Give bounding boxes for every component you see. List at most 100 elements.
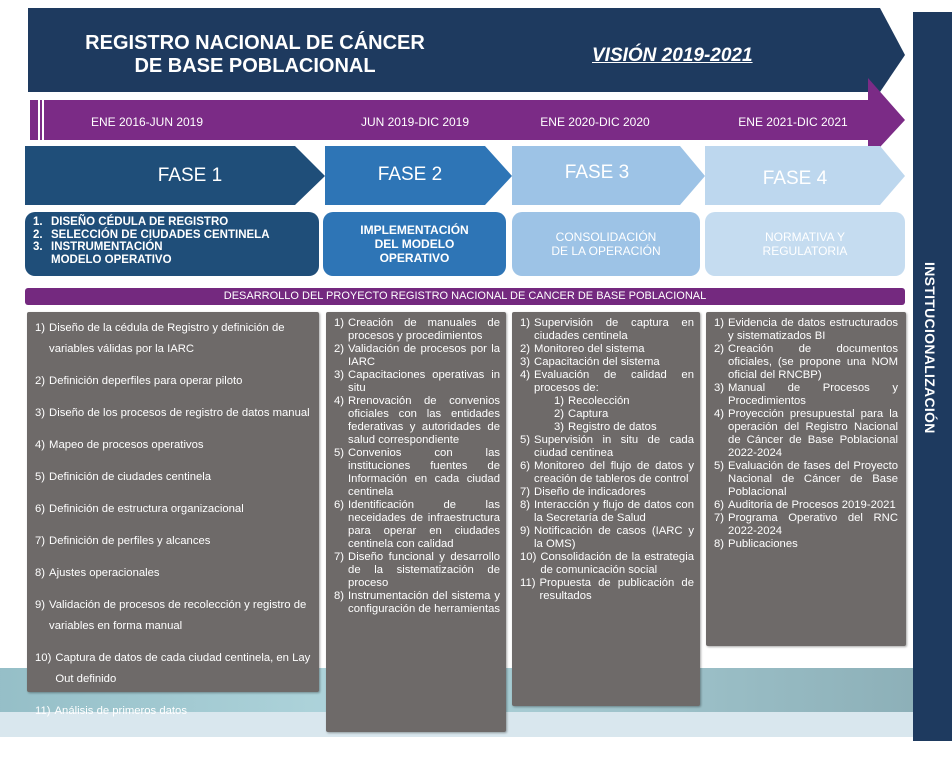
fase4-activities: 1)Evidencia de datos estructurados y sis… — [706, 312, 906, 646]
fase1-goals-box: 1.DISEÑO CÉDULA DE REGISTRO 2.SELECCIÓN … — [25, 212, 319, 276]
fase4-activity-item-number: 4) — [714, 408, 725, 420]
fase2-activity-item-text: Instrumentación del sistema y configurac… — [348, 590, 501, 615]
fase1-goal-2: SELECCIÓN DE CIUDADES CENTINELA — [51, 228, 270, 241]
fase3-activity-item-number: 1) — [554, 395, 565, 407]
fase1-activity-item-text: Definición deperfiles para operar piloto — [49, 375, 243, 387]
fase1-goal-num-1: 1. — [33, 216, 43, 228]
fase1-activity-item-text: Definición de estructura organizacional — [49, 503, 244, 515]
fase4-chevron — [705, 146, 905, 205]
fase3-activity-item-number: 8) — [520, 499, 531, 511]
fase1-activity-item: 11)Análisis de primeros datos — [35, 701, 311, 722]
fase2-activity-item-number: 8) — [334, 590, 345, 602]
fase1-activity-item: 6)Definición de estructura organizaciona… — [35, 499, 311, 520]
fase4-activity-item: 7)Programa Operativo del RNC 2022-2024 — [714, 512, 898, 538]
fase3-activity-item: 1)Supervisión de captura en ciudades cen… — [520, 317, 694, 343]
page-title-line2: DE BASE POBLACIONAL — [134, 55, 376, 77]
fase4-activity-item: 1)Evidencia de datos estructurados y sis… — [714, 317, 898, 343]
fase3-activities: 1) Supervisión de captura en ciudades cen… — [512, 312, 700, 706]
fase1-goal-1: DISEÑO CÉDULA DE REGISTRO — [51, 216, 229, 228]
fase3-activity-item-text: Registro de datos — [568, 421, 657, 433]
fase2-activity-item-text: Diseño funcional y desarrollo de la sist… — [348, 551, 500, 589]
fase1-activity-item-number: 2) — [35, 375, 46, 387]
fase4-activity-item-text: Auditoria de Procesos 2019-2021 — [728, 499, 896, 511]
fase1-chevron — [25, 146, 325, 205]
fase3-activity-item-number: 9) — [520, 525, 531, 537]
fase2-activity-item: 1)Creación de manuales de procesos y pro… — [334, 317, 500, 343]
fase3-activity-item-text: Monitoreo del sistema — [534, 343, 645, 355]
fase1-activity-item-number: 12) — [35, 737, 52, 749]
fase3-activity-item: 3)Registro de datos — [520, 421, 694, 434]
fase3-activity-item: 4)Evaluación de calidad en procesos de: — [520, 369, 694, 395]
fase4-activity-item: 6)Auditoria de Procesos 2019-2021 — [714, 499, 898, 512]
fase1-activity-item-text: Diseño de los procesos de registro de da… — [49, 407, 310, 419]
fase2-activity-item-text: Convenios con las instituciones fuentes … — [348, 447, 500, 498]
fase3-activity-item-text: Capacitación del sistema — [534, 356, 660, 368]
project-banner-text: DESARROLLO DEL PROYECTO REGISTRO NACIONA… — [223, 290, 707, 302]
fase3-goal: CONSOLIDACIÓN DE LA OPERACIÓN — [551, 230, 661, 258]
fase1-activity-item-number: 7) — [35, 535, 46, 547]
fase4-activity-item: 5)Evaluación de fases del Proyecto Nacio… — [714, 460, 898, 499]
fase2-activity-item-number: 7) — [334, 551, 345, 563]
fase3-activity-item-text: Evaluación de calidad en procesos de: — [534, 369, 694, 394]
fase1-activity-item-text: Mapeo de procesos operativos — [49, 439, 204, 451]
fase3-activity-item: 11)Propuesta de publicación de resultado… — [520, 577, 694, 603]
fase1-activity-item: 7)Definición de perfiles y alcances — [35, 531, 311, 552]
fase3-activity-item: 9)Notificación de casos (IARC y la OMS) — [520, 525, 694, 551]
institucionalizacion-bar: INSTITUCIONALIZACIÓN — [913, 12, 952, 741]
fase1-activity-item-text: Diseño de la cédula de Registro y defini… — [49, 322, 285, 355]
fase1-activity-item: 10)Captura de datos de cada ciudad centi… — [35, 648, 311, 690]
fase3-activity-item: 8)Interacción y flujo de datos con la Se… — [520, 499, 694, 525]
fase2-activity-item: 7)Diseño funcional y desarrollo de la si… — [334, 551, 500, 590]
fase1-activity-item-text: Definición de perfiles y alcances — [49, 535, 211, 547]
fase2-label: FASE 2 — [377, 164, 443, 185]
fase3-activity-item-text: Notificación de casos (IARC y la OMS) — [534, 525, 694, 550]
fase4-activity-item-text: Evaluación de fases del Proyecto Naciona… — [728, 460, 898, 498]
page-title-line1: REGISTRO NACIONAL DE CÁNCER — [85, 32, 425, 54]
fase2-activity-item: 4)Rrenovación de convenios oficiales con… — [334, 395, 500, 447]
fase3-activity-item-number: 3) — [520, 356, 531, 368]
fase4-activity-item: 2)Creación de documentos oficiales, (se … — [714, 343, 898, 382]
fase2-activity-item-number: 3) — [334, 369, 345, 381]
fase4-activity-item: 4)Proyección presupuestal para la operac… — [714, 408, 898, 460]
fase3-activity-item-number: 10) — [520, 551, 537, 563]
fase3-activity-item-number: 5) — [520, 434, 531, 446]
fase4-label: FASE 4 — [762, 168, 828, 189]
fase1-activity-item-text: Configuración del Sistema CanReg5 en las… — [55, 737, 272, 770]
phase-chevrons — [25, 146, 905, 205]
fase4-activity-item-number: 5) — [714, 460, 725, 472]
fase1-activity-item-number: 3) — [35, 407, 46, 419]
fase1-activity-item: 3)Diseño de los procesos de registro de … — [35, 403, 311, 424]
fase1-activity-item-number: 6) — [35, 503, 46, 515]
fase3-activity-item-text: Recolección — [568, 395, 630, 407]
fase3-activity-item-text: Captura — [568, 408, 609, 420]
period-fase4: ENE 2021-DIC 2021 — [738, 115, 848, 129]
fase1-activity-item: 4)Mapeo de procesos operativos — [35, 435, 311, 456]
fase1-activity-item: 9)Validación de procesos de recolección … — [35, 595, 311, 637]
fase4-activity-item-number: 6) — [714, 499, 725, 511]
fase1-activities: 1)Diseño de la cédula de Registro y defi… — [27, 312, 319, 770]
fase2-activity-item: 3)Capacitaciones operativas in situ — [334, 369, 500, 395]
timeline-arrow — [30, 78, 905, 160]
fase1-activity-item-text: Validación de procesos de recolección y … — [49, 599, 307, 632]
fase1-activity-item: 1)Diseño de la cédula de Registro y defi… — [35, 318, 311, 360]
fase2-activity-item: 8)Instrumentación del sistema y configur… — [334, 590, 500, 616]
period-fase1: ENE 2016-JUN 2019 — [90, 115, 204, 129]
fase4-activity-item-text: Evidencia de datos estructurados y siste… — [728, 317, 898, 342]
fase3-activity-item-text: Supervisión de captura en ciudades centi… — [534, 317, 694, 342]
fase2-activity-item-text: Rrenovación de convenios oficiales con l… — [348, 395, 500, 446]
fase3-activity-item-text: Propuesta de publicación de resultados — [539, 577, 695, 602]
fase4-activity-item: 8)Publicaciones — [714, 538, 898, 551]
fase3-activity-item-text: Supervisión in situ de cada ciudad centi… — [534, 434, 694, 459]
fase2-activity-item: 2)Validación de procesos por la IARC — [334, 343, 500, 369]
fase1-activity-item: 12)Configuración del Sistema CanReg5 en … — [35, 733, 311, 775]
fase4-activity-item-number: 1) — [714, 317, 725, 329]
fase3-activity-item: 2)Monitoreo del sistema — [520, 343, 694, 356]
fase1-activity-item: 2)Definición deperfiles para operar pilo… — [35, 371, 311, 392]
fase2-activity-item-text: Validación de procesos por la IARC — [348, 343, 500, 368]
page-title: REGISTRO NACIONAL DE CÁNCER DE BASE POBL… — [60, 32, 450, 78]
fase2-activity-item-number: 6) — [334, 499, 345, 511]
fase3-activity-item-number: 7) — [520, 486, 531, 498]
fase3-activity-item: 6)Monitoreo del flujo de datos y creació… — [520, 460, 694, 486]
fase2-goal-box: IMPLEMENTACIÓN DEL MODELO OPERATIVO — [323, 212, 506, 276]
fase2-activity-item-number: 1) — [334, 317, 345, 329]
